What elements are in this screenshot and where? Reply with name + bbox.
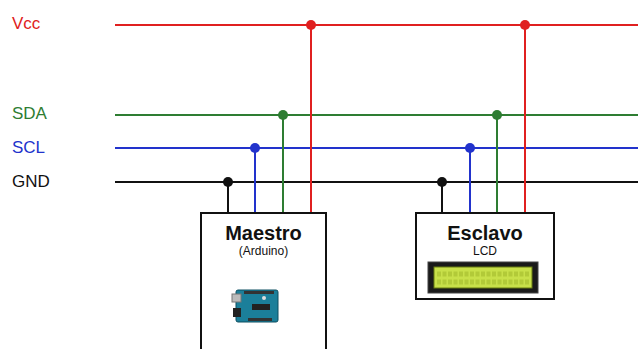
bus-wire [311, 25, 525, 212]
sda-wire [497, 114, 638, 116]
gnd-wire [115, 181, 228, 183]
node-subtitle: LCD [417, 244, 553, 258]
vcc-wire [115, 24, 311, 26]
junction-dot [278, 110, 288, 120]
node-subtitle: (Arduino) [202, 244, 325, 258]
junction-dot [223, 177, 233, 187]
junction-dot [250, 143, 260, 153]
master-box: Maestro(Arduino) [200, 212, 327, 349]
slave-box: EsclavoLCD [415, 212, 555, 300]
node-title: Maestro [202, 222, 325, 244]
signal-name: SCL [12, 138, 45, 158]
signal-name: SDA [12, 104, 47, 124]
bus-wire [255, 148, 470, 212]
lcd-icon [428, 262, 538, 293]
node-title: Esclavo [417, 222, 553, 244]
signal-name: Vcc [12, 14, 40, 34]
junction-dot [437, 177, 447, 187]
gnd-wire [442, 181, 638, 183]
signal-name: GND [12, 172, 50, 192]
junction-dot [465, 143, 475, 153]
junction-dot [492, 110, 502, 120]
bus-wire [228, 182, 442, 212]
sda-wire [115, 114, 283, 116]
vcc-wire [525, 24, 638, 26]
junction-dot [306, 20, 316, 30]
bus-wire [283, 115, 497, 212]
scl-wire [470, 147, 638, 149]
scl-wire [115, 147, 255, 149]
arduino-icon [232, 290, 278, 322]
junction-dot [520, 20, 530, 30]
